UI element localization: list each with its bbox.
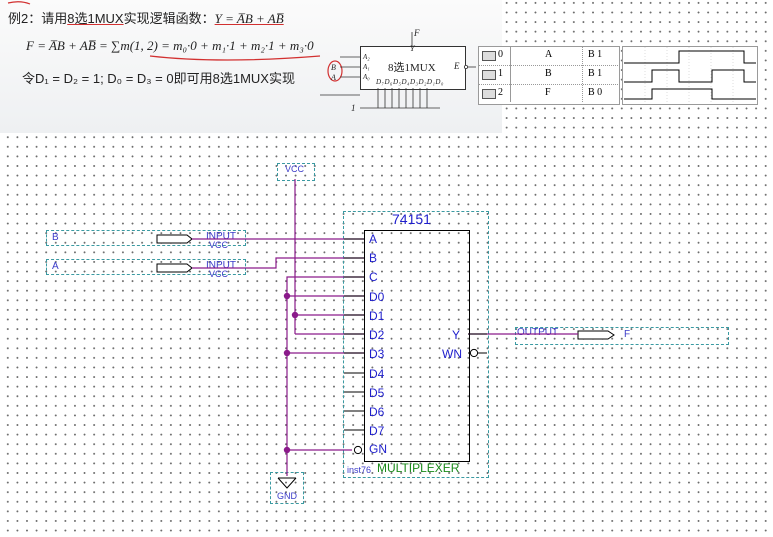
input-b-name: B [52, 232, 59, 243]
pin-d0[interactable]: D0 [369, 290, 385, 304]
pin-y[interactable]: Y [452, 328, 461, 342]
example-prefix: 例2：请用 [8, 11, 68, 26]
sim-row-1-name: B [545, 68, 552, 79]
slide-mux-input-b: B [331, 63, 336, 72]
simulation-table [478, 46, 620, 105]
vcc-source[interactable] [277, 163, 315, 181]
formula-line: F = A̅B + AB̅ = ∑m(1, 2) = m₀·0 + m₁·1 +… [26, 38, 314, 53]
pin-d1[interactable]: D1 [369, 309, 385, 323]
example-underlined: 8选1MUX [67, 11, 124, 26]
input-pin-a[interactable] [46, 259, 246, 275]
chip-74151-body [364, 230, 470, 462]
chip-title: 74151 [392, 211, 431, 227]
pin-d3[interactable]: D3 [369, 347, 385, 361]
sim-row-1-value: B 1 [588, 68, 603, 79]
output-pin-f[interactable] [515, 327, 729, 345]
pin-d7[interactable]: D7 [369, 424, 385, 438]
sim-row-0-value: B 1 [588, 49, 603, 60]
pin-output-icon [482, 89, 496, 99]
slide-mux-f: F [414, 28, 420, 38]
pin-b[interactable]: B [369, 251, 378, 265]
input-a-type: INPUT [206, 260, 236, 271]
note-line: 令D₁ = D₂ = 1; D₀ = D₃ = 0即可用8选1MUX实现 [22, 71, 295, 86]
slide-mux-one: 1 [351, 103, 356, 113]
waveform-panel [622, 46, 758, 105]
pin-d6[interactable]: D6 [369, 405, 385, 419]
output-type: OUTPUT [517, 327, 559, 338]
pin-wn[interactable]: WN [442, 347, 462, 361]
gnd-icon [277, 477, 297, 489]
input-a-name: A [52, 261, 59, 272]
slide-mux-y: Y [410, 44, 415, 53]
gnd-label: GND [277, 491, 297, 501]
pin-d5[interactable]: D5 [369, 386, 385, 400]
slide-mux-a0: A₀ [363, 73, 370, 81]
pin-c[interactable]: C [369, 270, 378, 284]
chip-74151-instance[interactable] [343, 211, 489, 478]
vcc-top-label: VCC [285, 164, 305, 174]
slide-mux-a1: A₁ [363, 63, 370, 71]
input-pin-b[interactable] [46, 230, 246, 246]
input-b-vcc: VCC [209, 240, 229, 250]
sim-row-0-name: A [545, 49, 553, 60]
sim-row-2-value: B 0 [588, 87, 603, 98]
sim-row-0-index: 0 [498, 49, 503, 60]
example-suffix: 实现逻辑函数： [123, 11, 215, 26]
pin-input-icon [482, 70, 496, 80]
gn-inversion-bubble [353, 445, 363, 455]
slide-mux-enable: E [454, 61, 460, 71]
sim-row-2-index: 2 [498, 87, 503, 98]
example-title: 例2：请用8选1MUX实现逻辑函数：Y = A̅B + AB̅ [8, 8, 284, 27]
pin-a[interactable]: A [369, 232, 378, 246]
pin-input-icon [482, 51, 496, 61]
slide-mux-a2: A₂ [363, 53, 370, 61]
output-name: F [624, 329, 631, 340]
example-formula: Y = A̅B + AB̅ [214, 11, 284, 26]
sim-row-1-index: 1 [498, 68, 503, 79]
pin-d2[interactable]: D2 [369, 328, 385, 342]
slide-mux-data-pins: D₇D₆D₅D₄D₃D₂D₁D₀ [376, 78, 444, 86]
chip-function: MULTIPLEXER [377, 461, 460, 475]
wn-inversion-bubble [469, 348, 479, 358]
input-b-type: INPUT [206, 231, 236, 242]
input-a-vcc: VCC [209, 269, 229, 279]
sim-row-2-name: F [545, 87, 551, 98]
slide-mux-label: 8选1MUX [388, 62, 436, 74]
chip-instance: inst76 [347, 465, 372, 475]
pin-gn[interactable]: GN [369, 442, 387, 456]
slide-mux-input-a: A [331, 73, 336, 82]
pin-d4[interactable]: D4 [369, 367, 385, 381]
